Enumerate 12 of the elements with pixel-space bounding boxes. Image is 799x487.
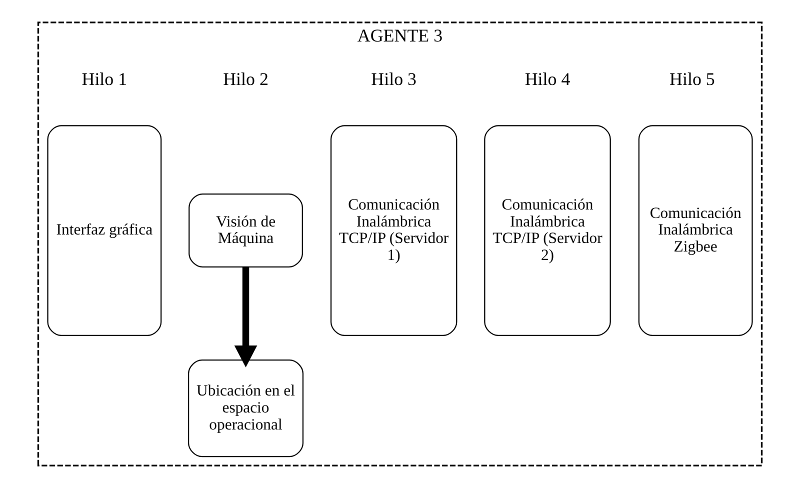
- node-box: Comunicación Inalámbrica TCP/IP (Servidor 2): [484, 124, 610, 336]
- arrow: [234, 266, 257, 367]
- label: Hilo 5: [669, 68, 714, 89]
- node-box: Ubicación en el espacio operacional: [188, 359, 304, 457]
- label: Hilo 2: [222, 68, 268, 89]
- label: Hilo 4: [524, 68, 570, 89]
- node-box: Comunicación Inalámbrica Zigbee: [638, 124, 752, 336]
- node-box: Visión de Máquina: [188, 193, 302, 268]
- label: Hilo 3: [370, 68, 416, 89]
- node-box: Comunicación Inalámbrica TCP/IP (Servidor 1): [330, 124, 457, 336]
- node-box: Interfaz gráfica: [46, 124, 162, 336]
- label: Hilo 1: [81, 68, 127, 89]
